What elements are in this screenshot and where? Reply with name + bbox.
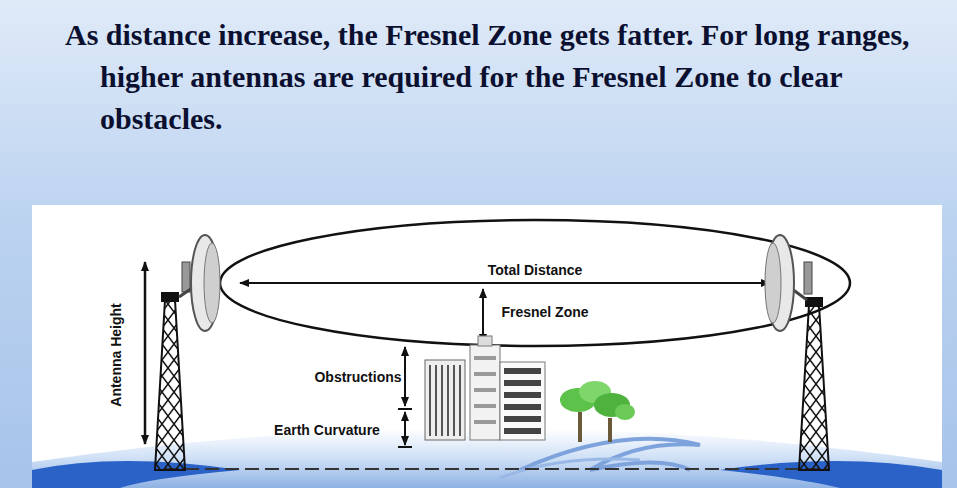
heading: As distance increase, the Fresnel Zone g… bbox=[65, 14, 925, 140]
obstruction-arrow bbox=[404, 347, 406, 406]
distance-arrow bbox=[240, 282, 770, 284]
curvature-arrow bbox=[404, 412, 406, 445]
height-label: Antenna Height bbox=[108, 303, 124, 406]
dimension-label: Total Distance bbox=[488, 262, 583, 278]
trees bbox=[560, 381, 635, 442]
right-tower bbox=[765, 235, 829, 470]
buildings bbox=[425, 336, 545, 440]
height-arrow bbox=[144, 262, 147, 444]
fresnel-ellipse bbox=[220, 220, 850, 346]
fresnel-arrow bbox=[482, 289, 484, 343]
white-panel bbox=[32, 205, 942, 488]
curvature-label: Earth Curvature bbox=[274, 422, 380, 438]
zone-label: Fresnel Zone bbox=[501, 304, 588, 320]
left-tower bbox=[155, 235, 220, 470]
obstruction-label: Obstructions bbox=[314, 369, 401, 385]
